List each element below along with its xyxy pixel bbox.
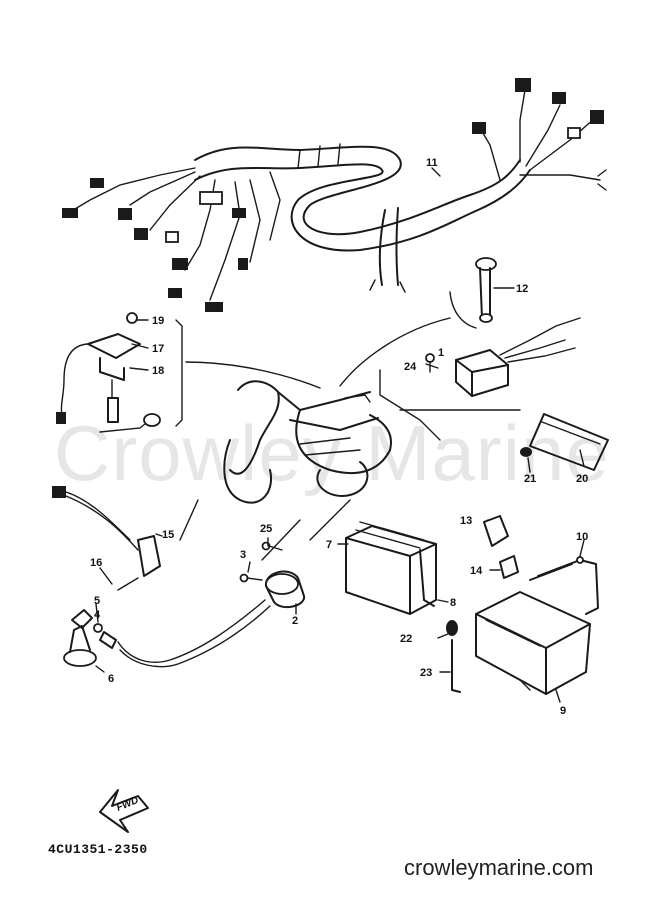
callout-4: 4	[94, 609, 101, 621]
site-label: crowleymarine.com	[404, 855, 594, 880]
socket	[449, 257, 497, 329]
callout-1: 1	[438, 347, 444, 359]
leader-lines	[95, 167, 585, 703]
battery	[345, 521, 437, 615]
fwd-label: FWD	[115, 795, 140, 814]
callout-19: 19	[152, 315, 164, 327]
part-number-label: 4CU1351-2350	[48, 842, 148, 857]
callout-17: 17	[152, 343, 164, 355]
cdi-unit	[425, 317, 581, 397]
switch-assembly	[56, 312, 183, 433]
callout-9: 9	[560, 705, 566, 717]
plate	[520, 413, 609, 471]
callout-25: 25	[260, 523, 272, 535]
callout-2: 2	[292, 615, 298, 627]
wire-harness	[62, 78, 607, 312]
battery-box	[446, 515, 599, 695]
callout-24: 24	[404, 361, 417, 373]
callout-23: 23	[420, 667, 432, 679]
callout-7: 7	[326, 539, 332, 551]
callout-15: 15	[162, 529, 174, 541]
callout-14: 14	[470, 565, 483, 577]
callout-22: 22	[400, 633, 412, 645]
ignition-switch	[52, 486, 161, 591]
ignition-coil	[239, 541, 305, 609]
callout-10: 10	[576, 531, 588, 543]
callouts: 11 12 19 17 18 24 1 20 21 15 16 3 25 2 7…	[90, 157, 588, 717]
callout-20: 20	[576, 473, 588, 485]
callout-3: 3	[240, 549, 246, 561]
callout-8: 8	[450, 597, 456, 609]
callout-16: 16	[90, 557, 102, 569]
fwd-arrow-icon: FWD	[99, 789, 149, 833]
callout-11: 11	[426, 157, 438, 169]
scooter-outline	[179, 317, 521, 561]
callout-5: 5	[94, 595, 100, 607]
callout-18: 18	[152, 365, 164, 377]
callout-12: 12	[516, 283, 528, 295]
callout-6: 6	[108, 673, 114, 685]
callout-21: 21	[524, 473, 536, 485]
plug-cap	[63, 599, 271, 668]
callout-13: 13	[460, 515, 472, 527]
